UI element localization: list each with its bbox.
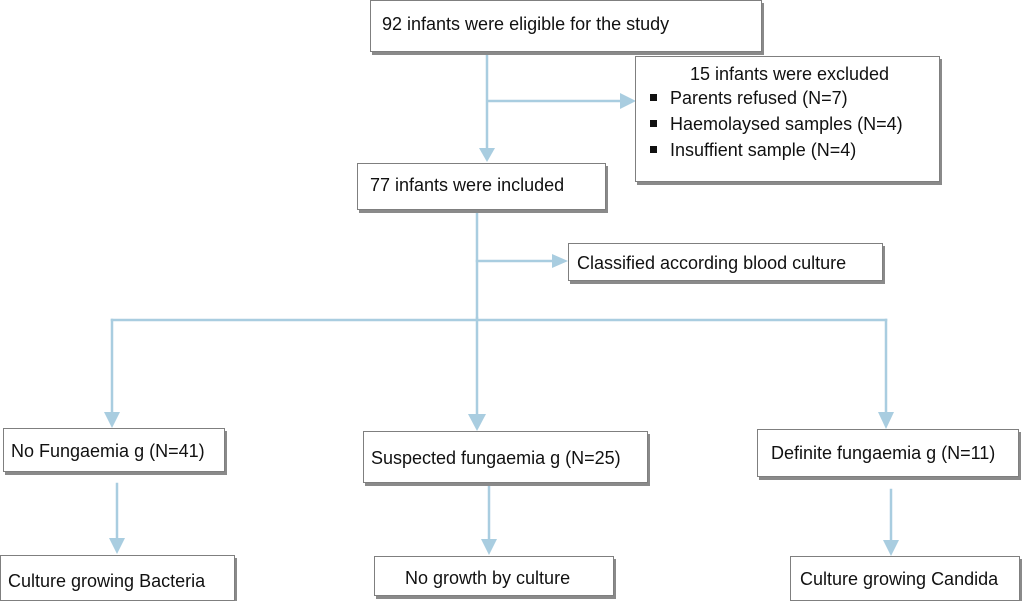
excluded-title: 15 infants were excluded (689, 64, 890, 84)
arrowhead-classified (552, 254, 568, 268)
culture-bacteria-box: Culture growing Bacteria (0, 555, 235, 601)
arrowhead-candida (883, 540, 899, 556)
culture-bacteria-text: Culture growing Bacteria (8, 571, 206, 591)
arrowhead-definite (878, 412, 894, 429)
excluded-box: 15 infants were excluded Parents refused… (635, 56, 940, 182)
definite-fungaemia-box: Definite fungaemia g (N=11) (757, 429, 1019, 477)
arrowhead-included (479, 148, 495, 162)
excluded-item-parents-refused: Parents refused (N=7) (650, 87, 929, 109)
arrowhead-bacteria (109, 538, 125, 554)
arrowhead-excluded (620, 93, 636, 109)
culture-candida-text: Culture growing Candida (800, 569, 999, 589)
classified-box: Classified according blood culture (568, 243, 883, 281)
included-text: 77 infants were included (370, 175, 565, 195)
no-growth-box: No growth by culture (374, 556, 614, 596)
eligible-box: 92 infants were eligible for the study (370, 0, 762, 52)
included-box: 77 infants were included (357, 163, 606, 210)
suspected-fungaemia-text: Suspected fungaemia g (N=25) (371, 448, 621, 468)
eligible-text: 92 infants were eligible for the study (382, 14, 670, 34)
arrowhead-nogrowth (481, 539, 497, 555)
definite-fungaemia-text: Definite fungaemia g (N=11) (771, 443, 996, 463)
arrowhead-suspected (468, 414, 486, 431)
no-fungaemia-text: No Fungaemia g (N=41) (11, 441, 205, 461)
no-fungaemia-box: No Fungaemia g (N=41) (3, 428, 225, 472)
excluded-list: Parents refused (N=7) Haemolaysed sample… (650, 87, 929, 161)
no-growth-text: No growth by culture (405, 568, 571, 588)
arrowhead-none (104, 412, 120, 428)
culture-candida-box: Culture growing Candida (790, 556, 1020, 601)
excluded-item-insufficient: Insuffient sample (N=4) (650, 139, 929, 161)
excluded-item-haemolysed: Haemolaysed samples (N=4) (650, 113, 929, 135)
classified-text: Classified according blood culture (577, 253, 847, 273)
suspected-fungaemia-box: Suspected fungaemia g (N=25) (363, 431, 648, 483)
